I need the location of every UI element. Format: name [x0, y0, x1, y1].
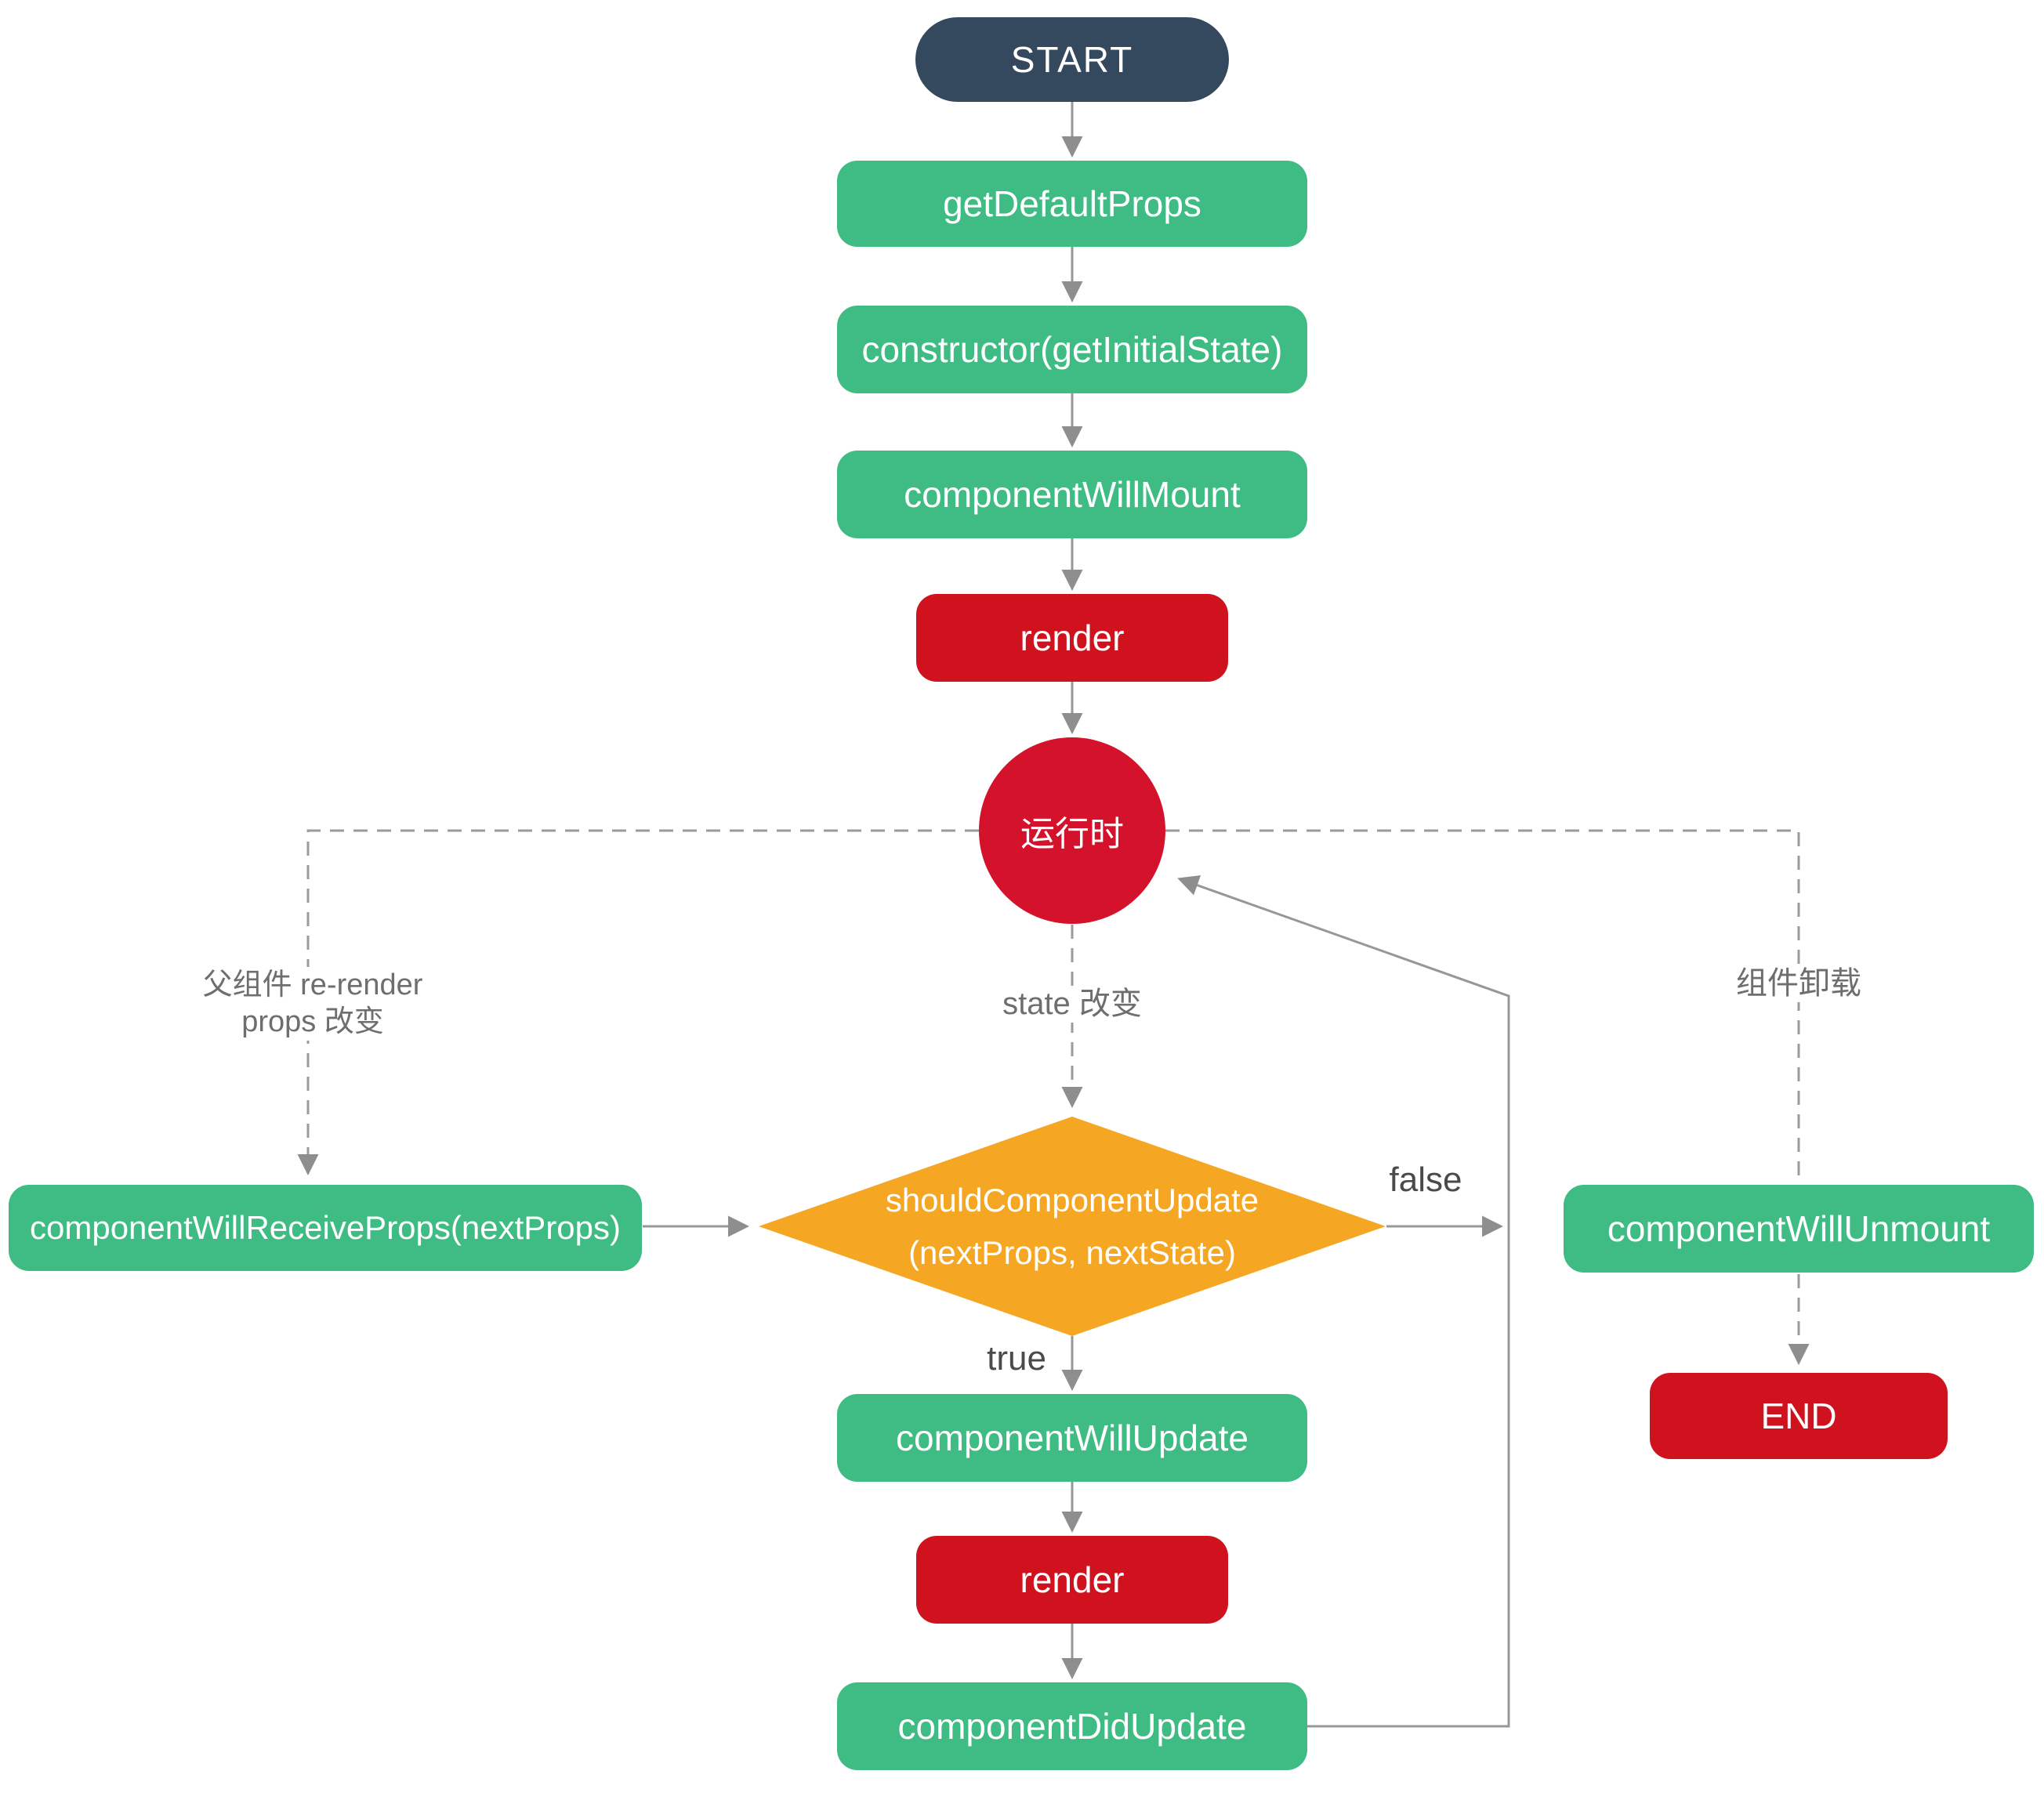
should-component-update-line2: (nextProps, nextState) [908, 1234, 1236, 1271]
edge-label-parent-rerender-line2: props 改变 [241, 1005, 384, 1038]
node-constructor-get-initial-state: constructor(getInitialState) [837, 306, 1307, 393]
node-render-mount: render [916, 594, 1228, 682]
edge-label-true: true [987, 1339, 1046, 1378]
decision-diamond-shape [759, 1117, 1386, 1336]
dashed-runtime-to-willreceiveprops [297, 829, 979, 1176]
node-component-did-update: componentDidUpdate [837, 1682, 1307, 1770]
node-should-component-update: shouldComponentUpdate (nextProps, nextSt… [798, 1157, 1346, 1295]
node-end: END [1650, 1373, 1948, 1459]
node-component-will-update: componentWillUpdate [837, 1394, 1307, 1482]
should-component-update-line1: shouldComponentUpdate [885, 1181, 1259, 1218]
edge-label-unmount: 组件卸载 [1705, 965, 1893, 1002]
node-get-default-props: getDefaultProps [837, 161, 1307, 247]
edge-label-parent-rerender: 父组件 re-render props 改变 [156, 967, 469, 1041]
dashed-runtime-to-willunmount [1165, 829, 1800, 1182]
edge-label-false: false [1389, 1161, 1462, 1199]
node-component-will-mount: componentWillMount [837, 451, 1307, 538]
edge-label-parent-rerender-line1: 父组件 re-render [202, 969, 423, 1001]
node-component-will-unmount: componentWillUnmount [1564, 1185, 2034, 1273]
node-runtime-circle: 运行时 [979, 737, 1165, 924]
arrow-didupdate-loop-to-runtime [1177, 874, 1510, 1728]
node-render-update: render [916, 1536, 1228, 1624]
node-component-will-receive-props: componentWillReceiveProps(nextProps) [9, 1185, 642, 1271]
node-start: START [915, 17, 1229, 102]
edge-label-state-change: state 改变 [974, 986, 1170, 1023]
